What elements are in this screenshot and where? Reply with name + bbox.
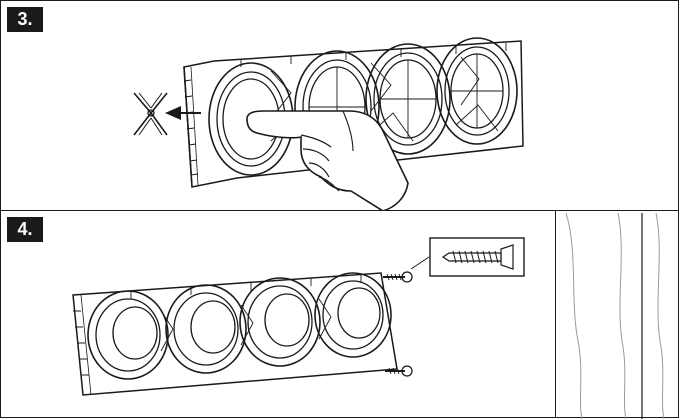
screw-callout <box>410 237 525 277</box>
step-4-panel: 4. <box>0 210 556 418</box>
screw-icon <box>441 244 514 270</box>
step-3-badge: 3. <box>7 7 43 32</box>
arrow-left-icon <box>165 106 201 120</box>
socket-ring <box>436 37 518 145</box>
remove-cap-x-icon <box>133 92 168 136</box>
step-3-panel: 3. <box>0 0 679 212</box>
hand-icon <box>246 110 409 212</box>
socket-ring <box>165 284 247 374</box>
step-4-badge: 4. <box>7 217 43 242</box>
screw-icon <box>385 365 413 377</box>
socket-ring <box>314 272 392 358</box>
socket-ring <box>87 290 169 380</box>
detail-illustration <box>565 212 665 419</box>
socket-ring <box>365 43 451 155</box>
detail-panel <box>555 210 679 419</box>
socket-ring <box>239 277 321 367</box>
screw-icon <box>383 271 413 283</box>
step-3-illustration <box>133 37 524 212</box>
step-4-illustration <box>72 237 525 396</box>
